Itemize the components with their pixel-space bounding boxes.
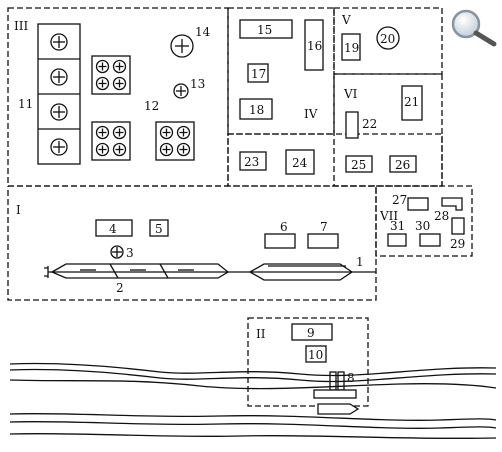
building-label-18: 18	[249, 103, 264, 117]
building-26	[389, 155, 417, 173]
zone-iv-boundary	[227, 7, 335, 135]
building-label-17: 17	[251, 67, 266, 81]
building-label-3: 3	[126, 246, 134, 260]
building-label-11: 11	[18, 97, 33, 111]
building-label-7: 7	[320, 220, 328, 234]
building-10	[305, 345, 327, 363]
building-label-24: 24	[292, 156, 308, 170]
building-22	[345, 111, 359, 139]
building-31	[387, 233, 407, 247]
building-label-5: 5	[155, 222, 163, 236]
building-18	[239, 98, 273, 120]
circled-plus-icon	[50, 33, 68, 156]
building-label-22: 22	[362, 117, 377, 131]
building-3	[110, 245, 124, 259]
building-label-30: 30	[415, 219, 430, 233]
building-label-19: 19	[344, 41, 359, 55]
zoom-button[interactable]	[448, 6, 500, 48]
building-label-14: 14	[195, 25, 211, 39]
building-19	[341, 33, 361, 61]
building-label-1: 1	[356, 255, 364, 269]
zone-boundaries	[7, 7, 473, 407]
building-label-20: 20	[380, 32, 395, 46]
building-label-2: 2	[116, 281, 124, 295]
building-27	[407, 197, 429, 211]
building-label-16: 16	[307, 39, 322, 53]
zone-label-vi: VI	[343, 87, 358, 101]
building-20	[376, 26, 400, 50]
zone-label-v: V	[341, 13, 351, 27]
zone-label-ii: II	[256, 327, 266, 341]
river	[9, 362, 497, 440]
zone-label-vii: VII	[379, 209, 398, 223]
building-11	[37, 23, 81, 165]
building-5	[149, 219, 169, 237]
building-label-9: 9	[307, 326, 315, 340]
zone-i-boundary	[7, 185, 377, 301]
building-label-15: 15	[257, 23, 272, 37]
building-label-25: 25	[351, 158, 366, 172]
building-label-31: 31	[390, 219, 405, 233]
building-label-29: 29	[450, 237, 465, 251]
magnifier-icon	[451, 9, 497, 47]
building-label-26: 26	[395, 158, 410, 172]
building-9	[291, 323, 333, 341]
zone-label-iii: III	[14, 19, 28, 33]
building-13	[173, 83, 189, 99]
building-7	[307, 233, 339, 249]
building-14	[170, 34, 194, 58]
zone-label-i: I	[16, 203, 21, 217]
building-24	[285, 149, 315, 175]
building-label-13: 13	[190, 77, 205, 91]
building-17	[247, 63, 269, 83]
building-30	[419, 233, 441, 247]
building-label-4: 4	[109, 222, 117, 236]
building-16	[304, 19, 324, 71]
building-25	[345, 155, 373, 173]
building-label-6: 6	[280, 220, 288, 234]
building-label-8: 8	[347, 371, 355, 385]
zone-ii-boundary	[247, 317, 369, 407]
building-label-10: 10	[308, 348, 323, 362]
building-label-23: 23	[244, 155, 259, 169]
building-label-28: 28	[434, 209, 449, 223]
zone-vii-boundary	[375, 185, 473, 257]
building-label-12: 12	[144, 99, 159, 113]
zone-labels: I II III IV V VI VII	[14, 13, 398, 341]
building-label-21: 21	[404, 95, 419, 109]
building-23	[239, 151, 267, 171]
building-6	[264, 233, 296, 249]
building-21	[401, 85, 423, 121]
building-12	[91, 55, 195, 161]
zone-label-iv: IV	[304, 107, 318, 121]
building-label-27: 27	[392, 193, 407, 207]
building-29	[451, 217, 465, 235]
building-4	[95, 219, 133, 237]
building-28	[441, 197, 463, 211]
building-15	[239, 19, 293, 39]
railway-track	[44, 263, 376, 281]
